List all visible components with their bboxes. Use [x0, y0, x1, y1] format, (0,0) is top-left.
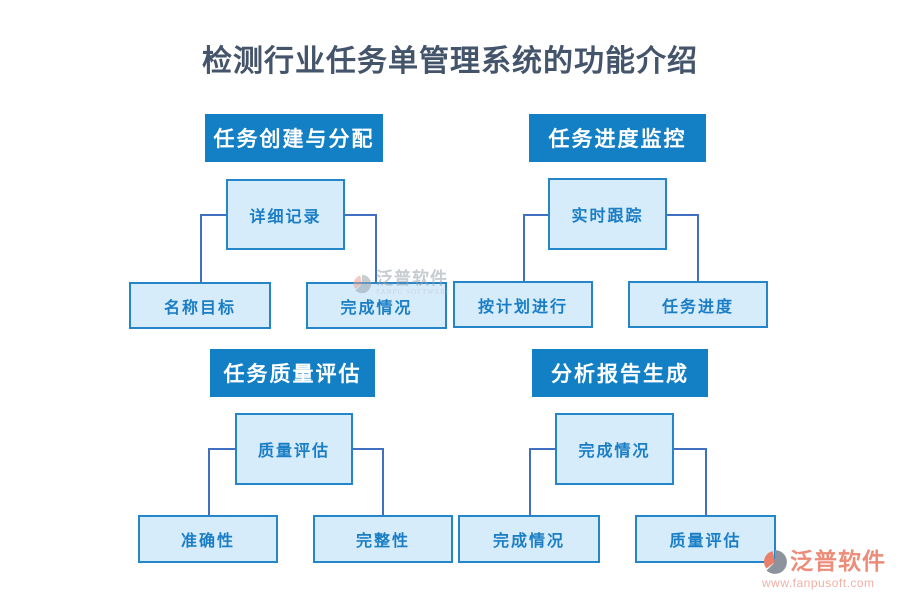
node-accuracy: 准确性: [138, 515, 278, 563]
node-completion-detail: 完成情况: [458, 515, 600, 563]
node-on-schedule: 按计划进行: [453, 281, 593, 328]
node-completion-overview: 完成情况: [555, 413, 674, 485]
node-completeness: 完整性: [313, 515, 453, 563]
fanpu-logo-icon: [764, 550, 787, 574]
section-header-quality-eval: 任务质量评估: [210, 349, 375, 397]
logo-name: 泛普软件: [790, 549, 886, 574]
connector-line: [200, 214, 227, 216]
section-header-progress-monitor: 任务进度监控: [529, 114, 706, 162]
fanpu-logo: 泛普软件 www.fanpusoft.com: [762, 549, 894, 590]
node-quality-eval: 质量评估: [235, 413, 353, 485]
node-task-progress: 任务进度: [628, 281, 768, 328]
connector-line: [523, 214, 525, 281]
page-title: 检测行业任务单管理系统的功能介绍: [202, 45, 698, 78]
connector-line: [382, 448, 384, 515]
connector-line: [529, 448, 556, 450]
connector-line: [673, 448, 706, 450]
connector-line: [529, 448, 531, 515]
logo-url: www.fanpusoft.com: [762, 576, 875, 590]
node-realtime-tracking: 实时跟踪: [548, 178, 667, 250]
node-detail-record: 详细记录: [226, 179, 345, 250]
section-header-task-creation: 任务创建与分配: [205, 114, 383, 162]
connector-line: [200, 214, 202, 282]
node-quality-eval-child: 质量评估: [635, 515, 776, 563]
connector-line: [344, 214, 376, 216]
node-name-goal: 名称目标: [129, 282, 271, 329]
connector-line: [705, 448, 707, 515]
connector-line: [352, 448, 383, 450]
connector-line: [375, 214, 377, 282]
node-completion-status: 完成情况: [306, 282, 447, 329]
connector-line: [697, 214, 699, 281]
connector-line: [666, 214, 698, 216]
connector-line: [523, 214, 549, 216]
connector-line: [208, 448, 210, 515]
connector-line: [208, 448, 236, 450]
section-header-report-generation: 分析报告生成: [532, 349, 708, 397]
